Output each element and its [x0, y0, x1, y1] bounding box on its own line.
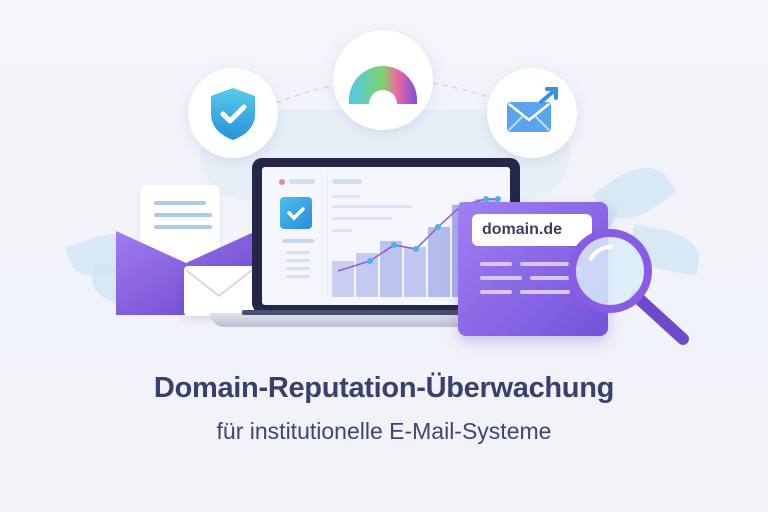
- reputation-gauge-icon: [349, 66, 417, 104]
- shield-check-icon: [211, 88, 255, 140]
- domain-label-box: domain.de: [472, 214, 592, 246]
- check-tile: [280, 197, 312, 229]
- page-subtitle: für institutionelle E-Mail-Systeme: [216, 418, 552, 444]
- page-title: Domain-Reputation-Überwachung: [153, 372, 615, 404]
- small-envelope: [184, 266, 254, 316]
- gauge-bubble: [333, 30, 433, 130]
- email-bubble: [487, 68, 577, 158]
- laptop-keyboard: [242, 310, 530, 315]
- magnifier-icon: [568, 229, 689, 345]
- shield-bubble: [188, 68, 278, 158]
- domain-label: domain.de: [482, 221, 563, 238]
- checkmark-icon: [287, 207, 305, 221]
- email-send-icon: [507, 87, 558, 132]
